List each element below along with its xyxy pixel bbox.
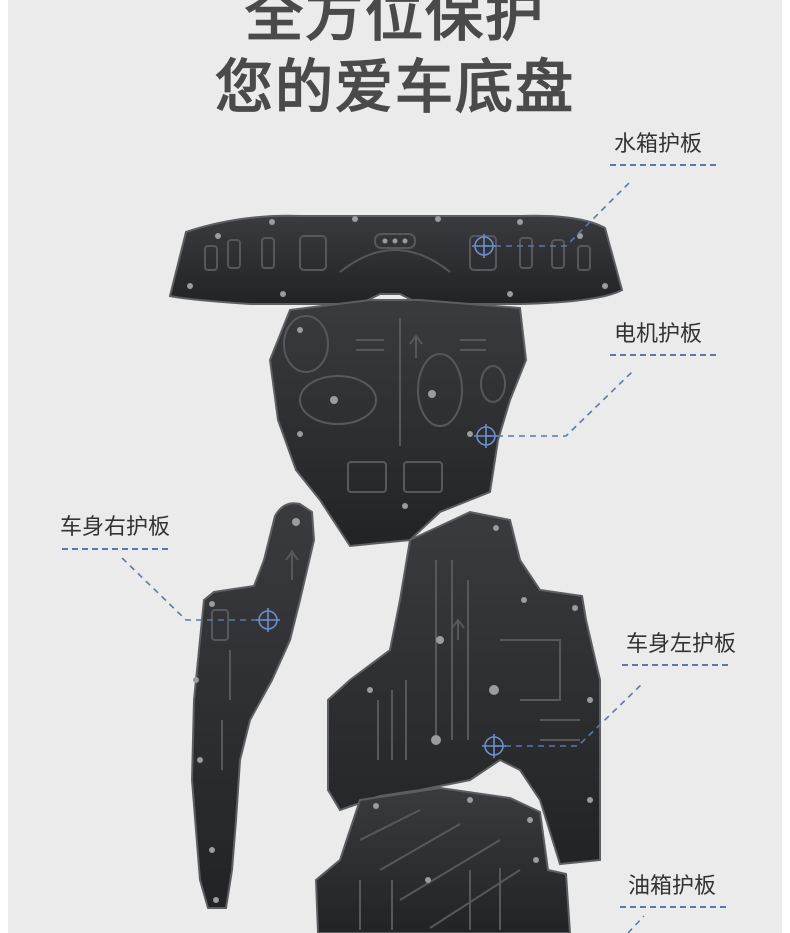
callout-radiator-underline	[610, 164, 716, 166]
callout-motor-guard: 电机护板	[614, 322, 703, 347]
motor-guard-plate	[268, 299, 528, 548]
motor-marker-icon	[474, 424, 498, 448]
radiator-guard-plate	[168, 214, 624, 305]
callout-radiator-guard: 水箱护板	[614, 132, 703, 157]
callout-motor-underline	[610, 354, 716, 356]
right-body-guard-plate	[190, 502, 316, 909]
radiator-marker-icon	[472, 234, 496, 258]
right-body-leader-line	[119, 555, 268, 621]
callout-fuel-tank-guard: 油箱护板	[628, 874, 717, 899]
motor-leader-line	[486, 371, 633, 437]
callout-left-body-underline	[622, 664, 728, 666]
fuel-tank-leader-line	[627, 915, 645, 933]
callout-left-body-guard: 车身左护板	[626, 632, 737, 657]
radiator-leader-line	[484, 179, 633, 247]
left-body-leader-line	[494, 681, 645, 747]
callout-right-body-underline	[62, 548, 168, 550]
right-body-marker-icon	[256, 608, 280, 632]
left-body-marker-icon	[482, 734, 506, 758]
callout-leader-lines	[119, 179, 645, 933]
fuel-tank-guard-plate	[314, 786, 572, 933]
callout-fuel-tank-underline	[620, 906, 726, 908]
left-body-guard-plate	[327, 510, 601, 866]
callout-right-body-guard: 车身右护板	[60, 515, 171, 540]
headline-line-1: 全方位保护	[244, 0, 545, 49]
headline-line-2: 您的爱车底盘	[214, 53, 575, 121]
callout-markers	[256, 234, 506, 758]
